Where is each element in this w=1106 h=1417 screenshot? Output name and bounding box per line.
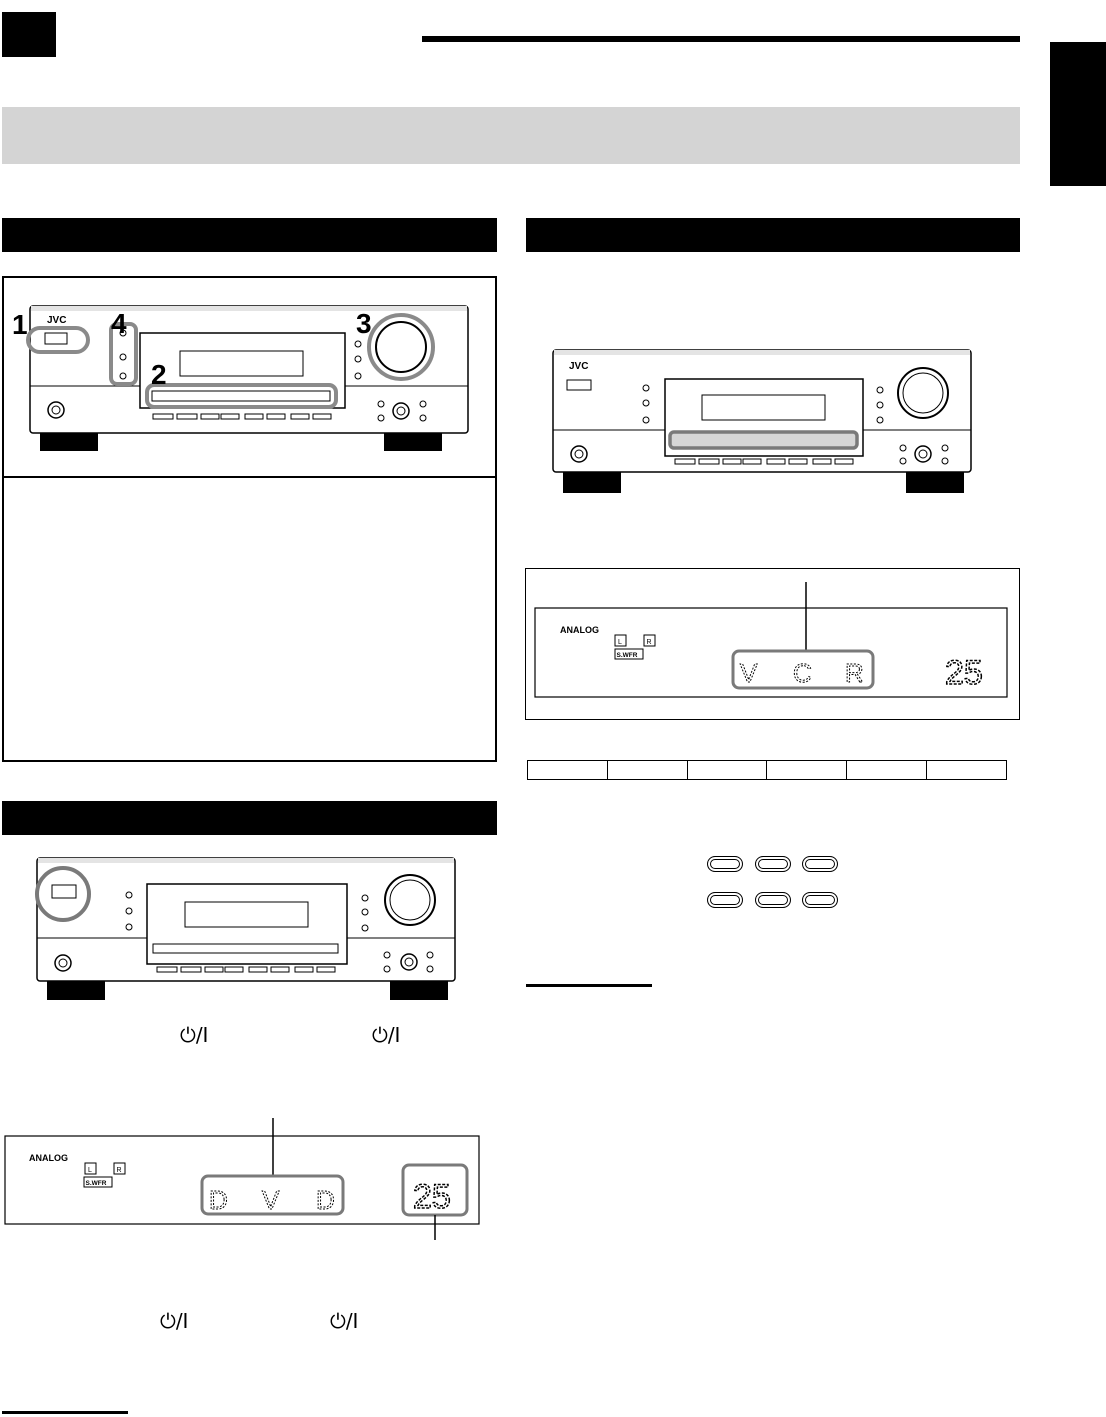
figure-divider xyxy=(3,476,496,478)
power-standby-icon: ⏻/I xyxy=(160,1309,189,1333)
callout-2: 2 xyxy=(151,359,167,390)
callout-1: 1 xyxy=(12,309,28,340)
header-rule xyxy=(422,36,1020,42)
mode-label: ANALOG xyxy=(29,1153,68,1163)
source-glyph-3: D xyxy=(316,1185,335,1215)
remote-source-button[interactable] xyxy=(707,856,743,872)
remote-source-button[interactable] xyxy=(802,856,838,872)
side-tab xyxy=(1050,42,1106,186)
input-cell xyxy=(847,761,928,779)
receiver-power-figure xyxy=(35,857,456,1000)
receiver-front-panel-right: JVC xyxy=(552,349,972,493)
remote-source-button[interactable] xyxy=(707,892,743,908)
input-cell xyxy=(688,761,768,779)
level-readout: 25 xyxy=(413,1178,451,1216)
remote-source-button[interactable] xyxy=(755,856,791,872)
remote-source-button[interactable] xyxy=(802,892,838,908)
section-banner xyxy=(2,107,1020,164)
section-title-bar-left-bottom xyxy=(2,801,497,835)
source-glyph-1: V xyxy=(740,658,758,688)
volume-knob-icon xyxy=(375,321,427,373)
input-cell xyxy=(528,761,608,779)
source-glyph-2: C xyxy=(793,658,812,688)
source-glyph-1: D xyxy=(209,1185,228,1215)
ch-left: L xyxy=(618,639,622,646)
level-readout: 25 xyxy=(945,654,983,692)
callout-4: 4 xyxy=(111,308,127,339)
front-panel-figure-frame xyxy=(2,276,497,762)
note-heading-underline xyxy=(2,1411,128,1414)
subwoofer-indicator: S.WFR xyxy=(86,1180,107,1187)
mode-label: ANALOG xyxy=(560,625,599,635)
ch-right: R xyxy=(647,639,652,646)
input-sequence-strip xyxy=(527,760,1007,780)
display-panel-right: ANALOG L R S.WFR V C R 25 xyxy=(534,582,1008,698)
section-title-bar-left-top xyxy=(2,218,497,252)
input-cell xyxy=(767,761,848,779)
input-cell xyxy=(608,761,688,779)
brand-logo: JVC xyxy=(47,315,66,326)
input-cell xyxy=(927,761,1006,779)
power-standby-icon: ⏻/I xyxy=(330,1309,359,1333)
power-standby-icon: ⏻/I xyxy=(372,1023,401,1047)
note-heading-underline xyxy=(526,984,652,987)
subwoofer-indicator: S.WFR xyxy=(617,652,638,659)
receiver-front-panel-callouts: JVC 1 4 3 2 xyxy=(12,305,469,451)
ch-left: L xyxy=(88,1167,92,1174)
ch-right: R xyxy=(117,1167,122,1174)
section-title-bar-right-top xyxy=(526,218,1020,252)
corner-tab xyxy=(2,12,56,57)
display-panel-left: ANALOG L R S.WFR D V D 25 xyxy=(4,1118,480,1240)
power-standby-icon: ⏻/I xyxy=(180,1023,209,1047)
source-glyph-3: R xyxy=(845,658,864,688)
display-panel-frame-right xyxy=(525,568,1020,720)
remote-source-button[interactable] xyxy=(755,892,791,908)
callout-3: 3 xyxy=(356,308,372,339)
svg-text:JVC: JVC xyxy=(569,361,588,372)
power-button xyxy=(44,332,68,345)
source-glyph-2: V xyxy=(262,1185,280,1215)
